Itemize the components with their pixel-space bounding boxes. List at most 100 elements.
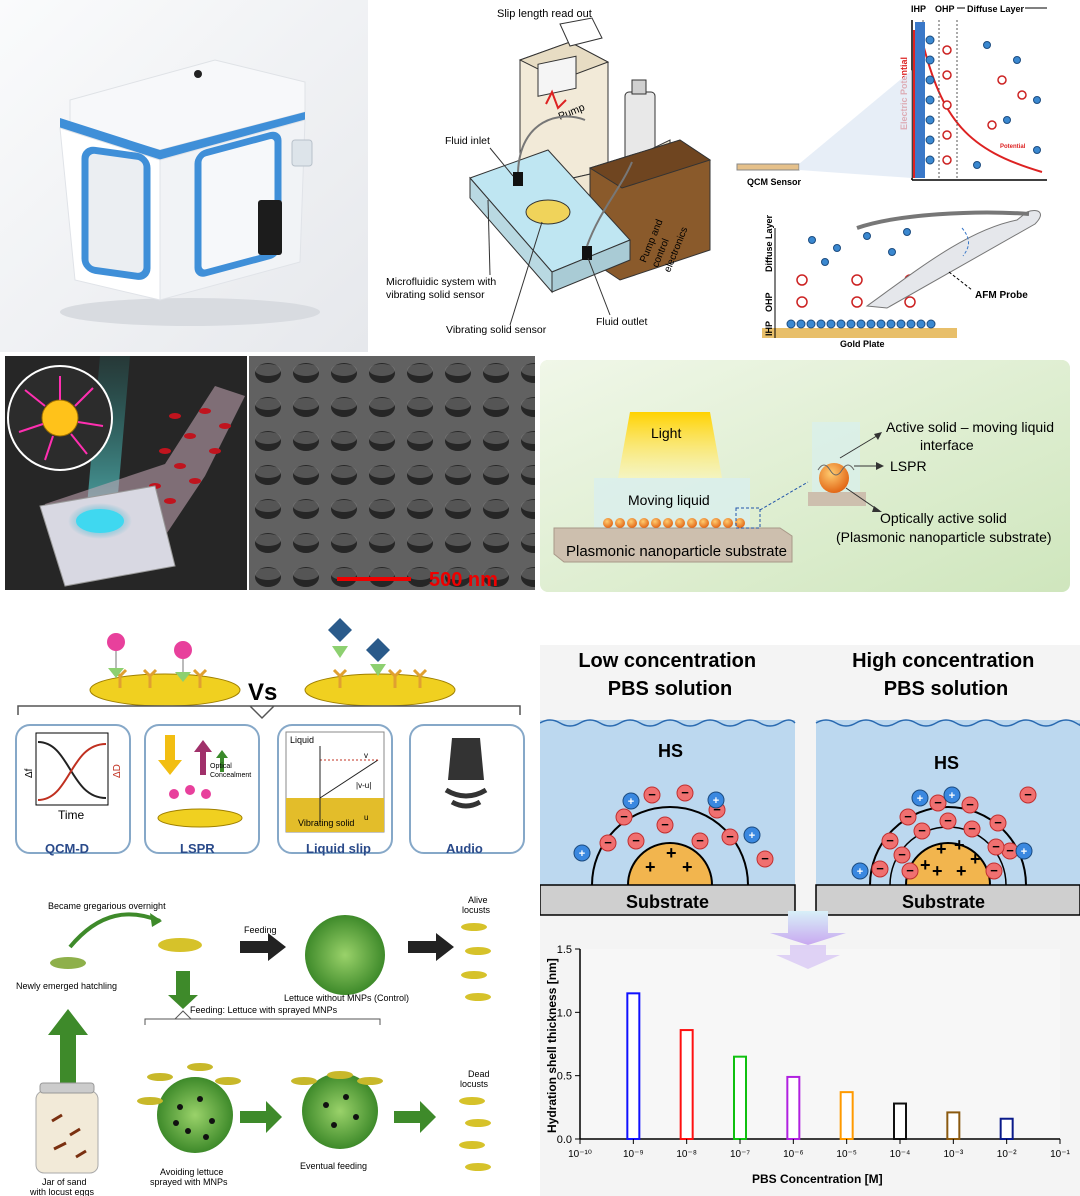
optically-active-line2: (Plasmonic nanoparticle substrate) xyxy=(836,529,1052,545)
slip-method-label: Liquid slip xyxy=(306,841,371,856)
jar-line2: with locust eggs xyxy=(29,1187,95,1196)
svg-text:−: − xyxy=(898,847,906,862)
x-tick-label: 10⁻² xyxy=(997,1149,1017,1160)
gold-plate-label: Gold Plate xyxy=(840,339,885,349)
lspr-diagram: Light Moving liquid Plasmonic nanopartic… xyxy=(540,360,1070,592)
slip-u-label: u xyxy=(364,813,368,822)
bar-1e-6 xyxy=(786,1075,801,1140)
svg-text:+: + xyxy=(749,830,755,842)
svg-text:−: − xyxy=(906,863,914,878)
dead-line1: Dead xyxy=(468,1069,490,1079)
slip-v-label: v xyxy=(364,751,368,760)
x-tick-label: 10⁻⁶ xyxy=(783,1149,804,1160)
bar-1e-5 xyxy=(839,1091,854,1140)
afm-probe-label: AFM Probe xyxy=(975,290,1028,301)
svg-text:−: − xyxy=(992,839,1000,854)
x-tick-label: 10⁻⁷ xyxy=(730,1149,750,1160)
svg-text:+: + xyxy=(956,861,967,881)
svg-text:−: − xyxy=(876,861,884,876)
substrate-low-label: Substrate xyxy=(626,892,709,912)
hs-high-label: HS xyxy=(934,753,959,773)
active-solid-line2: interface xyxy=(920,437,974,453)
optical-line2: Concealment xyxy=(210,772,251,779)
svg-text:Alive locusts: Alive locusts xyxy=(462,895,491,915)
svg-text:−: − xyxy=(944,813,952,828)
svg-text:−: − xyxy=(886,833,894,848)
fluid-inlet-label: Fluid inlet xyxy=(445,135,490,147)
avoiding-line2: sprayed with MNPs xyxy=(150,1177,228,1187)
y-tick-label: 1.0 xyxy=(557,1007,572,1019)
ohp-label: OHP xyxy=(935,4,955,14)
svg-text:+: + xyxy=(954,835,965,855)
diffuse-layer-label: Diffuse Layer xyxy=(967,4,1025,14)
x-tick-label: 10⁻⁹ xyxy=(623,1149,644,1160)
bar-1e-7 xyxy=(733,1055,747,1140)
y-tick-label: 0.5 xyxy=(557,1071,572,1083)
microfluidic-line2: vibrating solid sensor xyxy=(386,289,485,301)
sprayed-label: Feeding: Lettuce with sprayed MNPs xyxy=(190,1005,338,1015)
svg-text:Optical Concealment: Optical Concealment xyxy=(210,763,251,779)
svg-text:−: − xyxy=(1006,843,1014,858)
avoiding-line1: Avoiding lettuce xyxy=(160,1167,223,1177)
flow-system-diagram: Slip length read out Pump Pump and contr… xyxy=(370,0,715,352)
x-tick-label: 10⁻⁵ xyxy=(836,1149,857,1160)
slip-liquid-label: Liquid xyxy=(290,735,314,745)
svg-text:Optically active solid (: Optically active solid (Plasmonic nanopa… xyxy=(836,510,1052,545)
svg-text:+: + xyxy=(857,866,863,878)
svg-text:+: + xyxy=(1021,846,1027,858)
svg-text:−: − xyxy=(604,835,612,850)
active-solid-line1: Active solid – moving liquid xyxy=(886,419,1054,435)
svg-text:−: − xyxy=(681,785,689,800)
svg-text:High concentration PBS s: High concentration PBS solution xyxy=(852,650,1040,700)
svg-text:+: + xyxy=(682,857,693,877)
qcmd-time-label: Time xyxy=(58,808,85,822)
low-title-line1: Low concentration xyxy=(578,650,756,672)
svg-text:−: − xyxy=(994,815,1002,830)
moving-liquid-label: Moving liquid xyxy=(628,492,710,508)
locust-experiment: Became gregarious overnight Newly emerge… xyxy=(0,885,530,1196)
alive-line2: locusts xyxy=(462,905,491,915)
low-title-line2: PBS solution xyxy=(608,678,732,700)
high-title-line2: PBS solution xyxy=(884,678,1008,700)
svg-text:+: + xyxy=(666,843,677,863)
potential-label: Potential xyxy=(1000,144,1026,150)
vibrating-sensor-label: Vibrating solid sensor xyxy=(446,324,547,336)
qcmd-dd-label: ΔD xyxy=(112,764,123,778)
optical-line1: Optical xyxy=(210,763,232,770)
microfluidic-line1: Microfluidic system with xyxy=(386,276,496,288)
jar-line1: Jar of sand xyxy=(42,1177,87,1187)
svg-text:Avoiding lettuce sprayed: Avoiding lettuce sprayed with MNPs xyxy=(150,1167,228,1187)
svg-text:−: − xyxy=(620,809,628,824)
bar-1e-2 xyxy=(999,1117,1014,1141)
slip-vu-label: |v-u| xyxy=(356,781,371,790)
svg-text:Microfluidic system with: Microfluidic system with vibrating solid… xyxy=(386,276,499,301)
hydration-shell-diagram: Low concentration PBS solution High conc… xyxy=(540,645,1080,945)
gregarious-label: Became gregarious overnight xyxy=(48,901,166,911)
lspr-method-label: LSPR xyxy=(180,841,215,856)
svg-text:+: + xyxy=(917,793,923,805)
flexible-sensor-image xyxy=(5,356,247,590)
sem-image: 500 nm xyxy=(249,356,535,590)
audio-method-label: Audio xyxy=(446,841,483,856)
eventual-label: Eventual feeding xyxy=(300,1161,367,1171)
detection-methods: Vs Δf ΔD Time QCM-D Optical Concealment … xyxy=(0,610,530,865)
lspr-label: LSPR xyxy=(890,458,927,474)
svg-text:−: − xyxy=(696,833,704,848)
alive-line1: Alive xyxy=(468,895,488,905)
ihp-label: IHP xyxy=(911,4,926,14)
fluid-outlet-label: Fluid outlet xyxy=(596,316,647,328)
bar-1e-3 xyxy=(946,1111,961,1140)
hs-low-label: HS xyxy=(658,741,683,761)
svg-text:+: + xyxy=(920,855,931,875)
svg-text:+: + xyxy=(579,848,585,860)
light-label: Light xyxy=(651,425,681,441)
substrate-label: Plasmonic nanoparticle substrate xyxy=(566,543,787,560)
x-tick-label: 10⁻¹ xyxy=(1050,1149,1070,1160)
bar-1e-9 xyxy=(626,992,641,1141)
x-tick-label: 10⁻⁴ xyxy=(890,1149,911,1160)
substrate-high-label: Substrate xyxy=(902,892,985,912)
svg-text:+: + xyxy=(949,790,955,802)
slip-solid-label: Vibrating solid xyxy=(298,818,354,828)
